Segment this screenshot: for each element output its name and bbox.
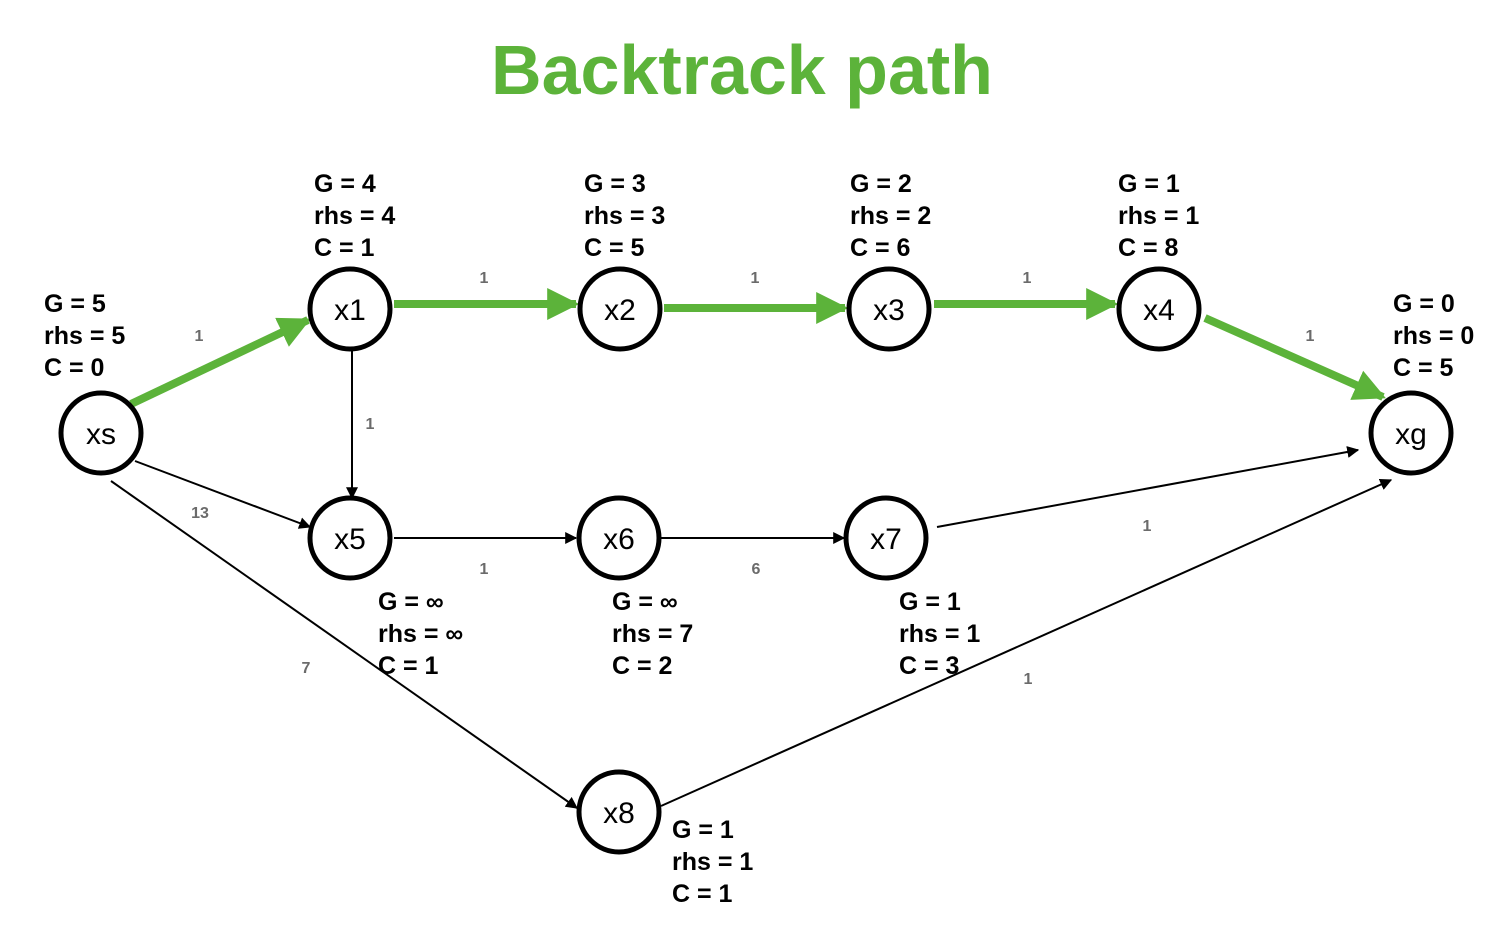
- nodes-layer: xs x1 x2 x3 x4 xg x5 x6 x7 x8: [58, 266, 1454, 855]
- node-circle-x3: [846, 266, 932, 352]
- node-label-x3: x3: [873, 294, 905, 327]
- edge-x4-xg-highlighted: [1203, 314, 1386, 401]
- node-stats-xs: G = 5 rhs = 5 C = 0: [44, 290, 125, 382]
- node-stat-c-x3: C = 6: [850, 234, 910, 262]
- node-stat-g-x3: G = 2: [850, 170, 912, 198]
- edge-weight-xs-x5: 13: [191, 505, 209, 522]
- node-stats-x5: G = ∞ rhs = ∞ C = 1: [378, 588, 463, 680]
- edge-weight-x5-x6: 1: [480, 561, 489, 578]
- node-label-x7: x7: [870, 523, 902, 556]
- node-label-x6: x6: [603, 523, 635, 556]
- node-circle-x4: [1116, 266, 1202, 352]
- node-stat-g-xg: G = 0: [1393, 290, 1455, 318]
- node-stat-c-x8: C = 1: [672, 880, 733, 908]
- edge-xs-x5: [134, 460, 312, 529]
- node-label-x8: x8: [603, 797, 635, 830]
- node-label-xg: xg: [1395, 418, 1427, 451]
- node-stat-rhs-xg: rhs = 0: [1393, 322, 1474, 350]
- edge-xs-x8: [110, 480, 578, 809]
- node-stat-g-x8: G = 1: [672, 816, 734, 844]
- node-stat-c-xg: C = 5: [1393, 354, 1454, 382]
- node-stat-rhs-x5: rhs = ∞: [378, 620, 463, 648]
- edge-weight-x4-xg: 1: [1306, 328, 1315, 345]
- node-stat-rhs-x7: rhs = 1: [899, 620, 980, 648]
- node-stat-g-x5: G = ∞: [378, 588, 444, 616]
- edge-xs-x1-highlighted: [129, 316, 311, 408]
- node-x1: x1: [307, 266, 393, 352]
- node-stat-c-x1: C = 1: [314, 234, 375, 262]
- node-x8: x8: [576, 769, 662, 855]
- node-stats-x8: G = 1 rhs = 1 C = 1: [672, 816, 753, 908]
- node-label-x1: x1: [334, 294, 366, 327]
- edge-weight-x6-x7: 6: [752, 561, 761, 578]
- node-stats-x2: G = 3 rhs = 3 C = 5: [584, 170, 665, 262]
- edge-weight-x2-x3: 1: [751, 270, 760, 287]
- diagram-title: Backtrack path: [491, 31, 993, 109]
- node-x7: x7: [843, 495, 929, 581]
- node-stat-g-x2: G = 3: [584, 170, 646, 198]
- node-stats-x6: G = ∞ rhs = 7 C = 2: [612, 588, 693, 680]
- node-stat-g-x4: G = 1: [1118, 170, 1180, 198]
- node-circle-x5: [307, 495, 393, 581]
- node-circle-x6: [576, 495, 662, 581]
- node-stat-g-x6: G = ∞: [612, 588, 678, 616]
- edge-weight-x8-xg: 1: [1024, 671, 1033, 688]
- node-circle-x1: [307, 266, 393, 352]
- node-circle-x7: [843, 495, 929, 581]
- node-xg: xg: [1368, 390, 1454, 476]
- node-label-x4: x4: [1143, 294, 1175, 327]
- edge-weight-x1-x2: 1: [480, 270, 489, 287]
- node-stat-c-x7: C = 3: [899, 652, 959, 680]
- node-stat-rhs-x8: rhs = 1: [672, 848, 753, 876]
- node-stat-rhs-xs: rhs = 5: [44, 322, 125, 350]
- node-label-x2: x2: [604, 294, 636, 327]
- node-circle-x8: [576, 769, 662, 855]
- node-stats-x1: G = 4 rhs = 4 C = 1: [314, 170, 395, 262]
- node-label-x5: x5: [334, 523, 366, 556]
- node-x6: x6: [576, 495, 662, 581]
- node-stat-g-x1: G = 4: [314, 170, 376, 198]
- node-circle-xs: [58, 390, 144, 476]
- edge-weight-x7-xg: 1: [1143, 518, 1152, 535]
- node-stat-c-xs: C = 0: [44, 354, 104, 382]
- edge-weight-xs-x8: 7: [302, 660, 311, 677]
- node-stat-c-x2: C = 5: [584, 234, 645, 262]
- edge-weights-layer: 1 1 1 1 1 1 13 1 6 1 7 1: [191, 270, 1314, 688]
- node-stat-c-x4: C = 8: [1118, 234, 1179, 262]
- node-x3: x3: [846, 266, 932, 352]
- node-stat-rhs-x1: rhs = 4: [314, 202, 395, 230]
- edge-x7-xg: [936, 446, 1360, 528]
- node-circle-x2: [577, 266, 663, 352]
- edge-weight-x3-x4: 1: [1023, 270, 1032, 287]
- edge-weight-xs-x1: 1: [195, 328, 204, 345]
- edges-layer: [110, 288, 1393, 809]
- node-x4: x4: [1116, 266, 1202, 352]
- node-stats-xg: G = 0 rhs = 0 C = 5: [1393, 290, 1474, 382]
- node-stat-c-x5: C = 1: [378, 652, 439, 680]
- node-stat-rhs-x6: rhs = 7: [612, 620, 693, 648]
- node-xs: xs: [58, 390, 144, 476]
- node-stats-x3: G = 2 rhs = 2 C = 6: [850, 170, 931, 262]
- node-stat-rhs-x2: rhs = 3: [584, 202, 665, 230]
- node-stats-x4: G = 1 rhs = 1 C = 8: [1118, 170, 1199, 262]
- node-stats-x7: G = 1 rhs = 1 C = 3: [899, 588, 980, 680]
- node-label-xs: xs: [86, 418, 116, 451]
- node-stat-c-x6: C = 2: [612, 652, 672, 680]
- edge-x8-xg: [660, 478, 1393, 807]
- node-stat-g-x7: G = 1: [899, 588, 961, 616]
- node-x5: x5: [307, 495, 393, 581]
- node-circle-xg: [1368, 390, 1454, 476]
- node-stat-g-xs: G = 5: [44, 290, 106, 318]
- node-stat-rhs-x4: rhs = 1: [1118, 202, 1199, 230]
- edge-weight-x1-x5: 1: [366, 416, 375, 433]
- node-stats-layer: G = 5 rhs = 5 C = 0 G = 4 rhs = 4 C = 1 G = 3 r…: [44, 170, 1474, 908]
- node-stat-rhs-x3: rhs = 2: [850, 202, 931, 230]
- node-x2: x2: [577, 266, 663, 352]
